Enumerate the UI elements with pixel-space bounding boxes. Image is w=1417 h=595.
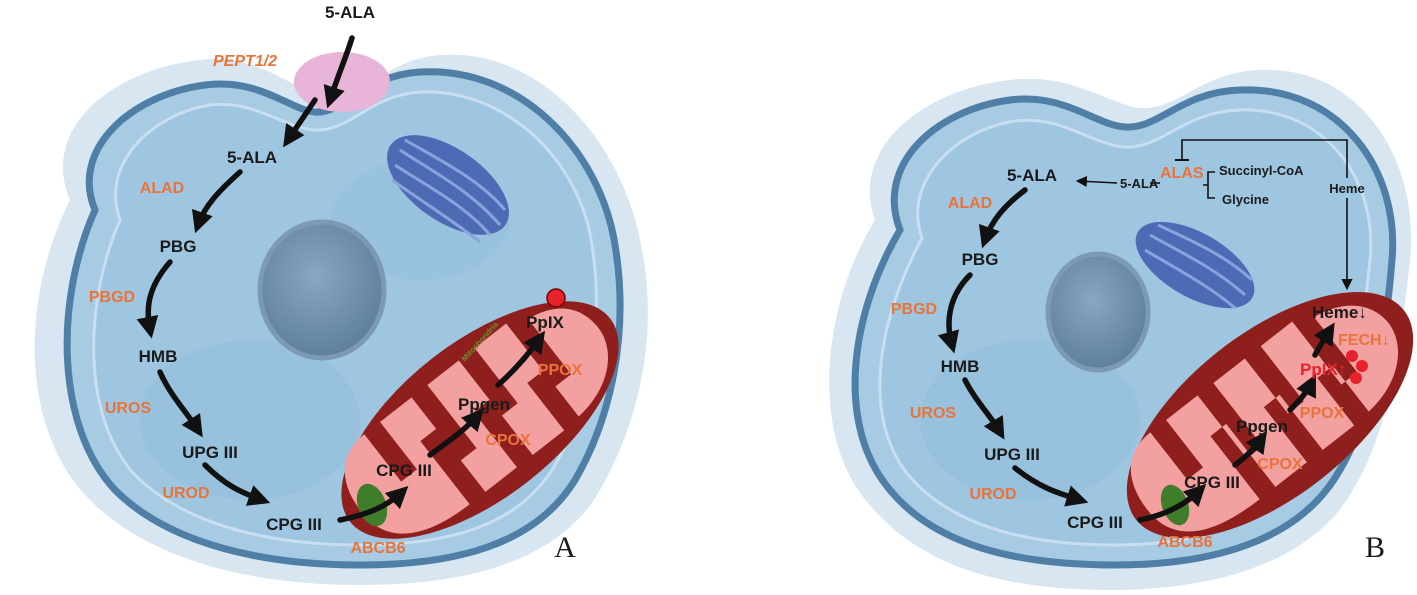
heme-mito-label: Heme: [1312, 303, 1358, 322]
arrow-ppgen-ppix: [1287, 374, 1316, 413]
substrate-hmb: HMB: [139, 347, 178, 366]
ppix-dot: [1350, 372, 1362, 384]
heme-feedback-line: [1181, 139, 1348, 178]
substrate-ppgen: Ppgen: [458, 395, 510, 414]
enzyme-ppox: PPOX: [1300, 405, 1345, 422]
enzyme-uros: UROS: [105, 400, 152, 417]
arrow-ala-pbg: [978, 187, 1028, 249]
substrate-ppix: PpIX↑: [1300, 360, 1346, 379]
panel-b: 5-ALA 5-ALA ALAS Succinyl-CoA Glycine He…: [829, 69, 1414, 591]
arrow-cpg-mito: [1137, 483, 1207, 523]
fech-down-indicator: ↓: [1382, 332, 1390, 349]
panel-a: 5-ALA PEPT1/2 5-ALA ALAD PBG PBGD HMB UR…: [34, 3, 648, 586]
nucleus: [1045, 251, 1151, 373]
arrow-cpg-mito: [337, 485, 409, 523]
enzyme-pept: PEPT1/2: [213, 53, 277, 70]
arrow-upg-cpg: [202, 462, 271, 506]
golgi: [1135, 221, 1255, 310]
arrow-ppgen-ppix: [495, 330, 546, 388]
arrow-cpg-ppgen: [427, 408, 484, 458]
substrate-cpg3-mito: CPG III: [1184, 473, 1240, 492]
arrow-pbg-hmb: [937, 272, 973, 354]
substrate-pbg: PBG: [962, 250, 999, 269]
enzyme-abcb6: ABCB6: [1157, 534, 1212, 551]
enzyme-pbgd: PBGD: [89, 289, 135, 306]
enzyme-ppox: PPOX: [538, 362, 583, 379]
substrate-ppgen: Ppgen: [1236, 417, 1288, 436]
succinyl-glycine-bracket: [1203, 171, 1215, 199]
ppix-dot: [1346, 350, 1358, 362]
ppix-up-indicator: ↑: [1338, 360, 1347, 379]
ppix-dot: [546, 288, 566, 308]
panel-letter-b: B: [1365, 531, 1385, 564]
substrate-upg3: UPG III: [984, 445, 1040, 464]
arrow-ala-in: [323, 35, 355, 109]
substrate-glycine: Glycine: [1222, 192, 1269, 207]
enzyme-cpox: CPOX: [1257, 456, 1303, 473]
substrate-hmb: HMB: [941, 357, 980, 376]
substrate-cpg3-cyto: CPG III: [266, 515, 322, 534]
arrow-pbg-hmb: [136, 259, 173, 339]
abcb6-transporter: [1160, 484, 1190, 526]
substrate-heme-top: Heme: [1329, 181, 1364, 196]
enzyme-urod: UROD: [162, 485, 209, 502]
substrate-pbg: PBG: [160, 237, 197, 256]
enzyme-pbgd: PBGD: [891, 301, 937, 318]
enzyme-alad: ALAD: [948, 195, 992, 212]
substrate-cpg3-mito: CPG III: [376, 461, 432, 480]
substrate-heme-mito: Heme↓: [1312, 303, 1367, 322]
cytoplasm-blob: [920, 340, 1140, 500]
nucleus: [257, 219, 387, 361]
enzyme-alas: ALAS: [1160, 165, 1204, 182]
arrow-cpg-ppgen: [1232, 430, 1268, 468]
substrate-ala-small: 5-ALA: [1120, 176, 1159, 191]
enzyme-uros: UROS: [910, 405, 957, 422]
arrow-ala-pbg: [191, 169, 243, 234]
substrate-upg3: UPG III: [182, 443, 238, 462]
enzyme-abcb6: ABCB6: [350, 540, 405, 557]
panel-letter-a: A: [554, 531, 576, 564]
arrow-upg-cpg: [1012, 465, 1089, 507]
substrate-ala: 5-ALA: [227, 148, 277, 167]
arrow-ppix-heme: [1312, 322, 1335, 358]
arrow-hmb-upg: [962, 377, 1005, 440]
substrate-cpg3-cyto: CPG III: [1067, 513, 1123, 532]
pept-transporter: [294, 52, 390, 112]
arrow-ala-small-to-ala: [1075, 175, 1118, 188]
arrow-hmb-upg: [157, 369, 203, 438]
golgi: [387, 135, 509, 244]
enzyme-cpox: CPOX: [485, 432, 531, 449]
ppix-dot: [1356, 360, 1368, 372]
substrate-ala-outside: 5-ALA: [325, 3, 375, 22]
mitochondrion: [1126, 291, 1414, 539]
heme-down-indicator: ↓: [1358, 303, 1367, 322]
enzyme-alad: ALAD: [140, 180, 184, 197]
cytoplasm-blob: [140, 340, 360, 500]
substrate-ala: 5-ALA: [1007, 166, 1057, 185]
substrate-succinyl: Succinyl-CoA: [1219, 163, 1304, 178]
substrate-ppix-label: PpIX: [1300, 360, 1338, 379]
arrow-ala-cyto: [283, 97, 318, 148]
substrate-ppix: PpIX: [526, 313, 564, 332]
enzyme-fech: FECH↓: [1338, 332, 1390, 349]
fech-label: FECH: [1338, 332, 1382, 349]
enzyme-urod: UROD: [969, 486, 1016, 503]
